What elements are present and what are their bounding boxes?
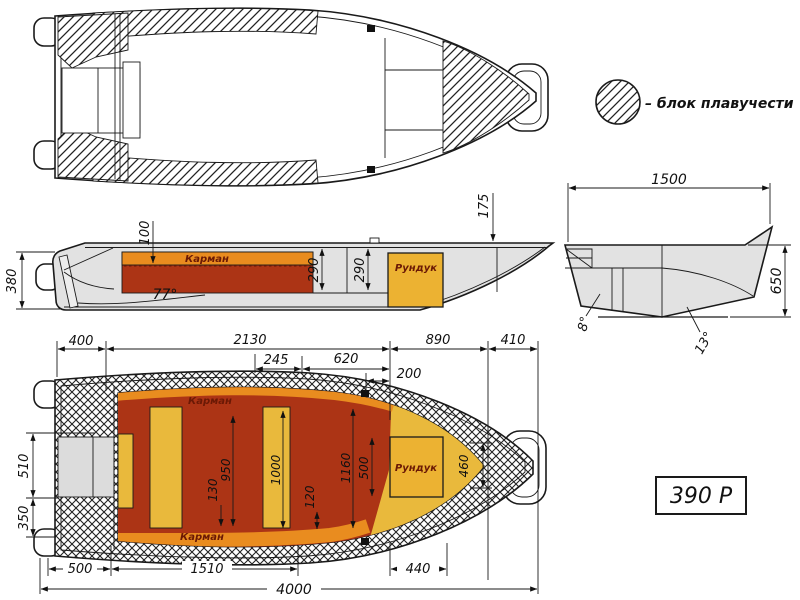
buoyancy-corner-bottom xyxy=(57,125,129,182)
model-badge-label: 390 Р xyxy=(670,484,733,509)
dim-460: 460 xyxy=(457,454,471,477)
dim-350: 350 xyxy=(17,506,32,531)
dim-290a: 290 xyxy=(307,258,322,283)
dim-1500: 1500 xyxy=(651,172,687,188)
model-badge: 390 Р xyxy=(655,476,747,515)
dim-100: 100 xyxy=(138,221,153,246)
bow-deck xyxy=(366,387,484,547)
angle-8: 8° xyxy=(575,315,593,333)
dim-950: 950 xyxy=(219,458,233,481)
dim-400: 400 xyxy=(69,334,94,349)
transom-view: 1500 650 8° 13° xyxy=(563,172,791,357)
transom-section xyxy=(563,225,774,318)
model-badge-box xyxy=(655,476,747,515)
angle-13: 13° xyxy=(692,330,717,357)
dim-500-bottom: 500 xyxy=(68,562,93,577)
dim-200: 200 xyxy=(397,367,422,382)
plan-pocket-label-bottom: Карман xyxy=(180,532,224,543)
legend-label: – блок плавучести xyxy=(645,96,794,112)
dim-510: 510 xyxy=(17,454,32,479)
locker-box xyxy=(389,436,444,498)
side-view: Карман Рундук 380 100 290 290 175 77° xyxy=(5,193,556,311)
dim-1160: 1160 xyxy=(339,452,353,483)
cleat xyxy=(361,538,369,545)
dim-650: 650 xyxy=(769,268,785,295)
dim-380: 380 xyxy=(5,269,20,294)
angle-77: 77° xyxy=(153,287,178,303)
buoyancy-band-bottom xyxy=(92,154,319,186)
transom-board xyxy=(58,254,79,309)
buoyancy-bow-block xyxy=(442,40,530,154)
dim-4000: 4000 xyxy=(276,582,312,598)
cleat xyxy=(367,25,375,32)
dim-130: 130 xyxy=(206,478,220,501)
dim-890: 890 xyxy=(426,333,451,348)
dim-175: 175 xyxy=(477,194,492,219)
dim-2130: 2130 xyxy=(233,333,266,348)
dim-410: 410 xyxy=(501,333,526,348)
buoyancy-corner-top xyxy=(57,12,129,69)
seat-slat xyxy=(149,406,183,529)
cleat xyxy=(361,390,369,397)
dim-290b: 290 xyxy=(353,258,368,283)
dim-440: 440 xyxy=(406,562,431,577)
dim-620: 620 xyxy=(334,352,359,367)
dim-245: 245 xyxy=(264,353,289,368)
top-view xyxy=(33,7,549,187)
cleat xyxy=(369,237,380,244)
side-pocket-label: Карман xyxy=(185,254,229,265)
pocket-band-top xyxy=(118,387,397,412)
dim-500-inner: 500 xyxy=(357,456,371,479)
seat-slat xyxy=(118,433,134,509)
cleat xyxy=(367,166,375,173)
pocket-band-bottom xyxy=(118,519,371,547)
plan-view: Карман Карман Рундук 400 2130 890 410 24… xyxy=(17,333,547,598)
dim-1000: 1000 xyxy=(269,454,283,485)
side-locker-label: Рундук xyxy=(395,263,437,274)
buoyancy-band-top xyxy=(92,8,319,40)
dim-120: 120 xyxy=(303,485,317,508)
legend: – блок плавучести xyxy=(595,79,794,125)
plan-locker-label: Рундук xyxy=(395,463,437,474)
buoyancy-legend-icon xyxy=(595,79,641,125)
plan-pocket-label-top: Карман xyxy=(188,396,232,407)
side-locker xyxy=(387,252,444,308)
dim-1510: 1510 xyxy=(190,562,223,577)
transom-area xyxy=(57,436,115,498)
